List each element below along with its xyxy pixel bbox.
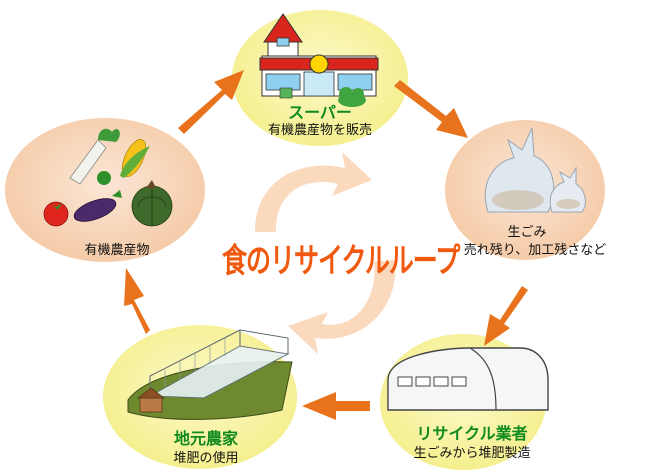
farmer-title: 地元農家 (173, 429, 239, 448)
arrow-produce-to-supermarket (178, 70, 244, 134)
recycler-title: リサイクル業者 (416, 424, 528, 443)
garbage-subtitle: 売れ残り、加工残さなど (463, 243, 607, 258)
arrow-supermarket-to-garbage (394, 80, 468, 138)
center-title: 食のリサイクルループ (222, 240, 460, 280)
recycler-subtitle: 生ごみから堆肥製造 (413, 446, 531, 461)
supermarket-subtitle: 有機農産物を販売 (267, 123, 373, 138)
produce-title: 有機農産物 (84, 243, 150, 258)
supermarket-title: スーパー (288, 103, 352, 122)
greenhouse-field-icon (127, 329, 293, 420)
compost-factory-icon (387, 347, 549, 411)
farmer-subtitle: 堆肥の使用 (173, 451, 239, 466)
arrow-farmer-to-produce (124, 268, 150, 334)
arrow-garbage-to-recycler (484, 286, 528, 346)
arrow-recycler-to-farmer (302, 392, 370, 420)
vegetables-icon (43, 128, 173, 227)
recycle-swirl-icon (255, 152, 396, 354)
garbage-bags-icon (484, 127, 586, 213)
garbage-title: 生ごみ (507, 225, 547, 240)
supermarket-building-icon (259, 13, 379, 107)
flow-arrows (124, 70, 528, 420)
